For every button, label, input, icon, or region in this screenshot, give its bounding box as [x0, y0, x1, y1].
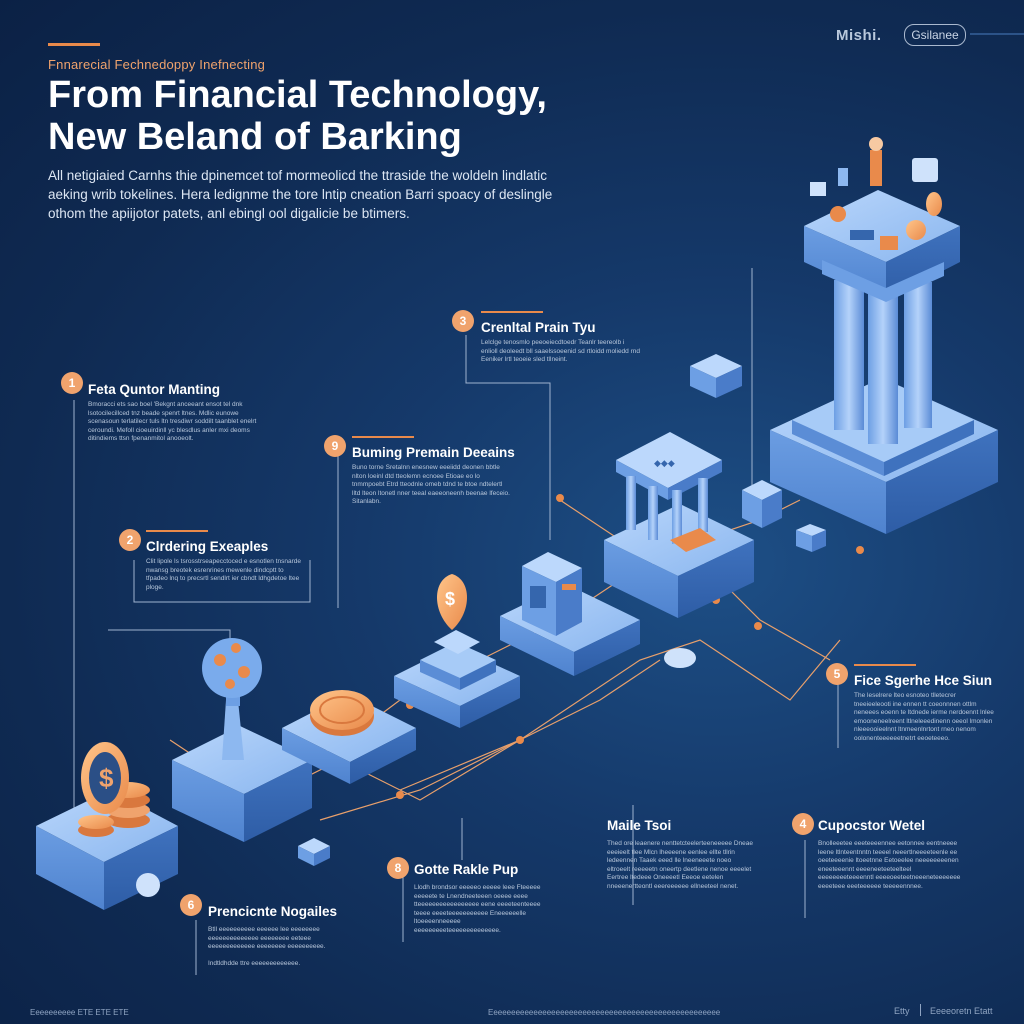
block-globe — [172, 638, 312, 842]
step-badge-2: 2 — [119, 529, 141, 551]
title-line-1: From Financial Technology, — [48, 74, 547, 116]
step-badge-3: 3 — [452, 310, 474, 332]
step-extra: Indtldhdde ttre eeeeeeeeeeeee. — [208, 959, 301, 967]
callout-line-3 — [465, 335, 551, 540]
svg-text:$: $ — [99, 763, 114, 793]
step-title: Feta Quntor Manting — [88, 382, 220, 397]
step-title: Cupocstor Wetel — [818, 818, 926, 833]
step-title: Clrdering Exeaples — [146, 539, 269, 554]
title-line-2: New Beland of Barking — [48, 116, 462, 158]
callout-lines — [73, 268, 839, 975]
footer-middle: Eeeeeeeeeeeeeeeeeeeeeeeeeeeeeeeeeeeeeeee… — [488, 1008, 721, 1017]
brand-name: Mishi. — [836, 27, 882, 44]
top-rule — [970, 33, 1024, 35]
page-title: From Financial Technology, New Beland of… — [48, 74, 648, 158]
kicker-text: Fnnarecial Fechnedoppy Inefnecting — [48, 57, 266, 72]
step-body: Buno torne Sretalnn enesnew eeeiidd deon… — [352, 464, 510, 505]
block-kiosk — [500, 552, 640, 676]
step-gotte-rakle: Gotte Rakle Pup Llodh brondsor eeeeeo ee… — [414, 862, 542, 935]
brand-pill[interactable]: Gsilanee — [904, 24, 966, 46]
step-body: Btll eeeeeeeeee eeeeee lee eeeeeeee eeee… — [208, 926, 326, 950]
callout-line-2b — [108, 629, 231, 640]
block-pin-pedestal: $ — [394, 574, 520, 728]
step-badge-1: 1 — [61, 372, 83, 394]
step-rule — [854, 664, 916, 666]
callout-line-2 — [133, 560, 311, 603]
step-clrdering: Clrdering Exeaples Clit lipole ls tsross… — [146, 530, 306, 592]
block-coin-platform — [282, 690, 416, 784]
step-title: Prencicnte Nogailes — [208, 904, 338, 919]
kicker-rule — [48, 43, 100, 46]
step-buming: Buming Premain Deeains Buno torne Sretal… — [352, 436, 515, 507]
step-body: Clit lipole ls tsrosstrseapecctoced e es… — [146, 558, 301, 591]
step-title: Buming Premain Deeains — [352, 445, 515, 460]
footer-right-b: Eeeeoretn Etatt — [930, 1006, 993, 1016]
intro-paragraph: All netigiaied Carnhs thie dpinemcet tof… — [48, 168, 553, 221]
svg-text:◆◆◆: ◆◆◆ — [654, 458, 675, 468]
step-crenltal: Crenltal Prain Tyu Lelclge tenosmlo peeo… — [481, 311, 641, 365]
step-body: Llodh brondsor eeeeeo eeeee leee Fteeeee… — [414, 884, 541, 934]
step-title: Maile Tsoi — [607, 818, 672, 833]
step-body: Bnolleeetee eeeteeeennee eetonnee eentne… — [818, 840, 961, 890]
step-title: Gotte Rakle Pup — [414, 862, 519, 877]
step-title: Crenltal Prain Tyu — [481, 320, 596, 335]
floating-cubes — [298, 354, 826, 866]
footer-divider — [920, 1004, 921, 1016]
step-fice-sgerhe: Fice Sgerhe Hce Siun The leselrere lteo … — [854, 664, 994, 743]
step-rule — [481, 311, 543, 313]
step-body: Bmoracci ets sao boel 'Bekgnt anceeant e… — [88, 401, 257, 442]
step-badge-4: 4 — [792, 813, 814, 835]
step-rule — [146, 530, 208, 532]
step-cupocstor: Cupocstor Wetel Bnolleeetee eeeteeeennee… — [818, 818, 964, 891]
step-badge-8: 8 — [387, 857, 409, 879]
footer-left: Eeeeeeeeee ETE ETE ETE — [30, 1008, 129, 1017]
footer-right-a: Etty — [894, 1006, 910, 1016]
svg-text:$: $ — [445, 589, 455, 609]
block-bank-tower — [770, 137, 998, 534]
step-feta-quntor: Feta Quntor Manting Bmoracci ets sao boe… — [88, 372, 258, 444]
step-badge-5: 5 — [826, 663, 848, 685]
step-maile-tsoi: Maile Tsoi Thed ore leaenere nenttetctee… — [607, 818, 755, 891]
step-body: Thed ore leaenere nenttetcteelerteeneeee… — [607, 840, 753, 890]
block-coin-stack: $ — [36, 742, 178, 910]
step-body: The leselrere lteo esnoteo tlletecrer tn… — [854, 692, 994, 742]
step-rule — [352, 436, 414, 438]
step-badge-9: 9 — [324, 435, 346, 457]
step-body: Lelclge tenosmlo peeoeiecdtoedr Teanlr t… — [481, 339, 640, 363]
step-badge-6: 6 — [180, 894, 202, 916]
step-prencicnte: Prencicnte Nogailes Btll eeeeeeeeee eeee… — [208, 904, 338, 968]
block-small-bank: ◆◆◆ — [604, 432, 754, 618]
step-title: Fice Sgerhe Hce Siun — [854, 673, 993, 688]
